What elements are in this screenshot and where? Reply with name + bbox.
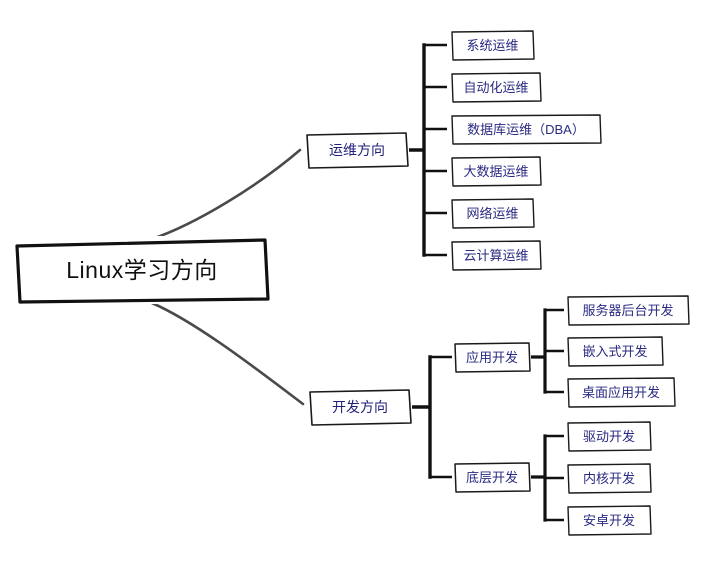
leaf-node-ops-5[interactable]: 网络运维: [450, 197, 535, 229]
leaf-frame: [567, 463, 652, 494]
leaf-node-ops-1[interactable]: 系统运维: [450, 29, 535, 61]
leaf-node-low-3[interactable]: 安卓开发: [566, 504, 652, 536]
leaf-label: 云计算运维: [463, 247, 529, 263]
leaf-frame: [567, 336, 664, 367]
branch-node-ops[interactable]: 运维方向: [305, 131, 409, 169]
group-label: 应用开发: [465, 349, 518, 365]
leaf-frame: [451, 30, 535, 61]
leaf-node-app-2[interactable]: 嵌入式开发: [566, 335, 664, 367]
curve-root-to-ops: [150, 148, 302, 241]
leaf-frame: [567, 505, 652, 536]
leaf-frame: [451, 198, 535, 229]
root-label: Linux学习方向: [66, 256, 218, 283]
leaf-label: 大数据运维: [463, 163, 529, 179]
group-label: 底层开发: [465, 469, 518, 485]
leaf-node-low-1[interactable]: 驱动开发: [566, 420, 652, 452]
branch-node-dev[interactable]: 开发方向: [308, 388, 412, 426]
dev-frame: [309, 389, 412, 426]
leaf-node-ops-2[interactable]: 自动化运维: [450, 71, 542, 103]
leaf-label: 桌面应用开发: [581, 384, 660, 400]
leaf-frame: [451, 72, 542, 103]
leaf-node-app-1[interactable]: 服务器后台开发: [566, 294, 690, 326]
dev-trunk: [411, 355, 432, 479]
leaf-frame: [567, 421, 652, 452]
branch-label-dev: 开发方向: [332, 399, 388, 415]
root-node[interactable]: Linux学习方向: [14, 236, 270, 304]
root-frame: [15, 238, 270, 304]
leaf-frame: [567, 377, 676, 408]
low-trunk: [529, 434, 547, 522]
curve-root-to-dev: [150, 301, 305, 406]
leaf-node-ops-4[interactable]: 大数据运维: [450, 155, 542, 187]
branch-label-ops: 运维方向: [329, 142, 385, 158]
leaf-label: 网络运维: [466, 205, 519, 221]
app-trunk: [529, 308, 547, 394]
leaf-node-ops-6[interactable]: 云计算运维: [450, 239, 542, 271]
leaf-node-low-2[interactable]: 内核开发: [566, 462, 652, 494]
leaf-node-app-3[interactable]: 桌面应用开发: [566, 376, 676, 408]
leaf-label: 自动化运维: [463, 79, 529, 95]
leaf-label: 内核开发: [582, 470, 635, 486]
group-node-low[interactable]: 底层开发: [453, 461, 531, 493]
leaf-frame: [451, 114, 602, 145]
group-node-app[interactable]: 应用开发: [453, 341, 531, 373]
leaf-frame: [451, 156, 542, 187]
leaf-label: 服务器后台开发: [582, 302, 674, 318]
leaf-label: 安卓开发: [582, 512, 635, 528]
leaf-label: 驱动开发: [582, 428, 635, 444]
ops-trunk: [407, 43, 426, 257]
leaf-node-ops-3[interactable]: 数据库运维（DBA）: [450, 113, 602, 145]
leaf-label: 系统运维: [466, 37, 519, 53]
leaf-label: 数据库运维（DBA）: [467, 121, 585, 137]
leaf-label: 嵌入式开发: [582, 343, 648, 359]
leaf-frame: [451, 240, 542, 271]
leaf-frame: [567, 295, 690, 326]
